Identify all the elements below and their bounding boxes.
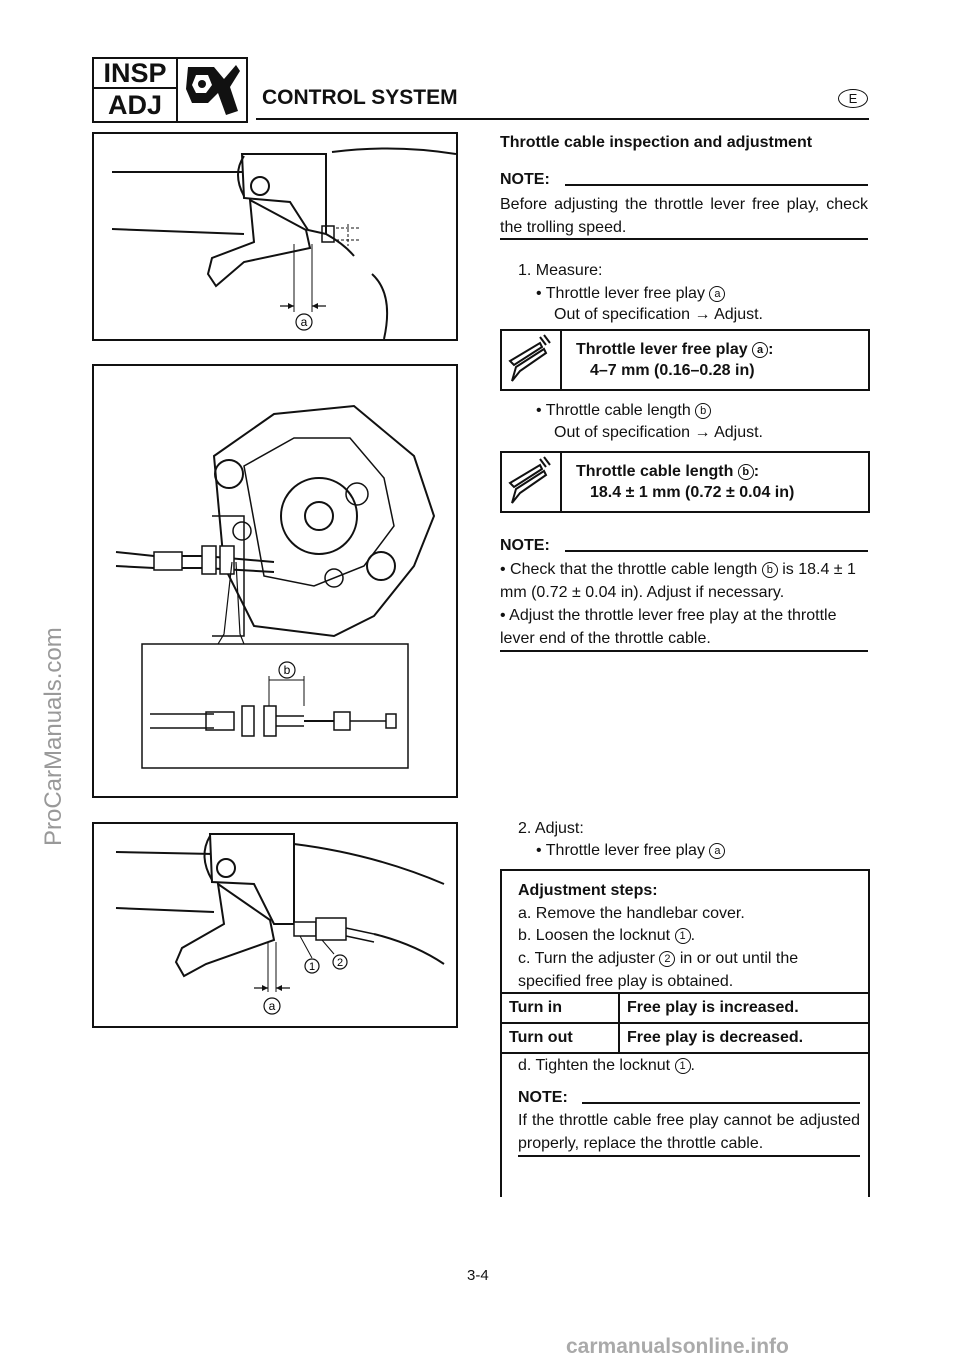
table-cell-action: Turn out bbox=[500, 1022, 620, 1054]
note1-end-rule bbox=[500, 238, 868, 240]
figure-throttle-lever-free-play: a bbox=[92, 132, 458, 341]
note2-label: NOTE: bbox=[500, 537, 550, 554]
spec1-value: 4–7 mm (0.16–0.28 in) bbox=[590, 362, 755, 379]
spec-box-2: Throttle cable length b: 18.4 ± 1 mm (0.… bbox=[500, 451, 870, 513]
ref-b: b bbox=[695, 403, 712, 419]
spec1-ref: a bbox=[752, 342, 769, 358]
step1: 1. Measure: bbox=[518, 262, 603, 279]
language-mark: E bbox=[838, 89, 868, 108]
page-number: 3-4 bbox=[467, 1267, 489, 1284]
step-c-ref: 2 bbox=[659, 951, 676, 967]
side-watermark: ProCarManuals.com bbox=[40, 627, 67, 846]
step-d-text: d. Tighten the locknut bbox=[518, 1057, 675, 1074]
step-b-post: . bbox=[690, 927, 696, 944]
spec-box-1: Throttle lever free play a: 4–7 mm (0.16… bbox=[500, 329, 870, 391]
note2-item2: • Adjust the throttle lever free play at… bbox=[500, 607, 837, 647]
adjustment-steps-continued: d. Tighten the locknut 1. NOTE: If the t… bbox=[500, 1049, 870, 1197]
bullet2-text: Throttle cable length bbox=[545, 402, 696, 419]
steps-title: Adjustment steps: bbox=[518, 882, 658, 899]
step-d-ref: 1 bbox=[674, 1058, 691, 1074]
step-a: a. Remove the handlebar cover. bbox=[518, 905, 745, 922]
spec2-ref: b bbox=[737, 464, 754, 480]
spec1-title: Throttle lever free play a: bbox=[576, 338, 773, 361]
bullet2: • Throttle cable length b bbox=[536, 399, 712, 422]
wrench-icon bbox=[176, 57, 248, 123]
figure-throttle-adjuster: 1 2 a bbox=[92, 822, 458, 1028]
caliper-icon bbox=[502, 331, 562, 389]
note1-rule bbox=[565, 184, 868, 186]
table-row: Turn in Free play is increased. bbox=[500, 992, 870, 1024]
step-b-text: b. Loosen the locknut bbox=[518, 927, 675, 944]
bullet1: • Throttle lever free play a bbox=[536, 282, 726, 305]
out-of-spec-1: Out of specification → Adjust. bbox=[554, 306, 763, 323]
bullet3-text: Throttle lever free play bbox=[545, 842, 710, 859]
spec1-colon: : bbox=[768, 341, 774, 358]
note3-text: If the throttle cable free play cannot b… bbox=[518, 1112, 860, 1152]
ref-a-2: a bbox=[709, 843, 726, 859]
note2-item2-text: Adjust the throttle lever free play at t… bbox=[500, 607, 837, 647]
fig3-label-2: 2 bbox=[337, 957, 343, 969]
spec2-colon: : bbox=[753, 463, 760, 480]
bullet1-text: Throttle lever free play bbox=[545, 285, 710, 302]
note3-rule bbox=[582, 1102, 860, 1104]
ref-a: a bbox=[709, 286, 726, 302]
note2-end-rule bbox=[500, 650, 868, 652]
table-cell-action: Turn in bbox=[500, 992, 620, 1024]
step-c-text: c. Turn the adjuster bbox=[518, 950, 660, 967]
section-code-top: INSP bbox=[94, 59, 176, 89]
spec2-title-text: Throttle cable length bbox=[576, 463, 738, 480]
note2-item1-text-b: is 18.4 ± 1 mm (0.72 ± 0.04 in). Adjust … bbox=[500, 561, 856, 601]
page-title: CONTROL SYSTEM bbox=[262, 86, 458, 109]
note2-item1-text-a: Check that the throttle cable length bbox=[510, 561, 762, 578]
table-cell-result: Free play is increased. bbox=[618, 992, 870, 1024]
fig3-label-a: a bbox=[269, 999, 276, 1013]
step-c-post: in or out until the specified free play … bbox=[518, 950, 799, 990]
fig3-label-1: 1 bbox=[309, 961, 315, 973]
bullet3: • Throttle lever free play a bbox=[536, 839, 726, 862]
note2-ref-b: b bbox=[761, 562, 778, 578]
step-d-post: . bbox=[690, 1057, 695, 1074]
bottom-watermark: carmanualsonline.info bbox=[566, 1335, 789, 1358]
section-code-bottom: ADJ bbox=[107, 90, 162, 120]
step2: 2. Adjust: bbox=[518, 820, 584, 837]
spec2-value: 18.4 ± 1 mm (0.72 ± 0.04 in) bbox=[590, 484, 795, 501]
spec1-title-text: Throttle lever free play bbox=[576, 341, 753, 358]
note1-text: Before adjusting the throttle lever free… bbox=[500, 196, 868, 236]
note3-end-rule bbox=[518, 1155, 860, 1157]
fig1-label-a: a bbox=[301, 315, 308, 329]
note2-rule bbox=[565, 550, 868, 552]
caliper-icon bbox=[502, 453, 562, 511]
table-cell-result: Free play is decreased. bbox=[618, 1022, 870, 1054]
adjustment-steps-box: Adjustment steps: a. Remove the handleba… bbox=[500, 869, 870, 994]
section-heading: Throttle cable inspection and adjustment bbox=[500, 134, 813, 151]
header-rule bbox=[256, 118, 869, 120]
spec2-title: Throttle cable length b: bbox=[576, 460, 759, 483]
out-of-spec-2: Out of specification → Adjust. bbox=[554, 424, 763, 441]
step-d: d. Tighten the locknut 1. bbox=[518, 1054, 695, 1077]
adjustment-table: Turn in Free play is increased. Turn out… bbox=[500, 992, 870, 1054]
fig2-label-b: b bbox=[284, 663, 291, 677]
note3-label: NOTE: bbox=[518, 1089, 568, 1106]
step-b: b. Loosen the locknut 1. bbox=[518, 924, 695, 947]
table-row: Turn out Free play is decreased. bbox=[500, 1022, 870, 1054]
figure-throttle-cable-length: b bbox=[92, 364, 458, 798]
step-b-ref: 1 bbox=[674, 928, 691, 944]
section-code-box: INSP ADJ bbox=[92, 57, 178, 123]
step-c: c. Turn the adjuster 2 in or out until t… bbox=[518, 947, 860, 993]
note1-label: NOTE: bbox=[500, 171, 550, 188]
note2-item1: • Check that the throttle cable length b… bbox=[500, 561, 856, 601]
